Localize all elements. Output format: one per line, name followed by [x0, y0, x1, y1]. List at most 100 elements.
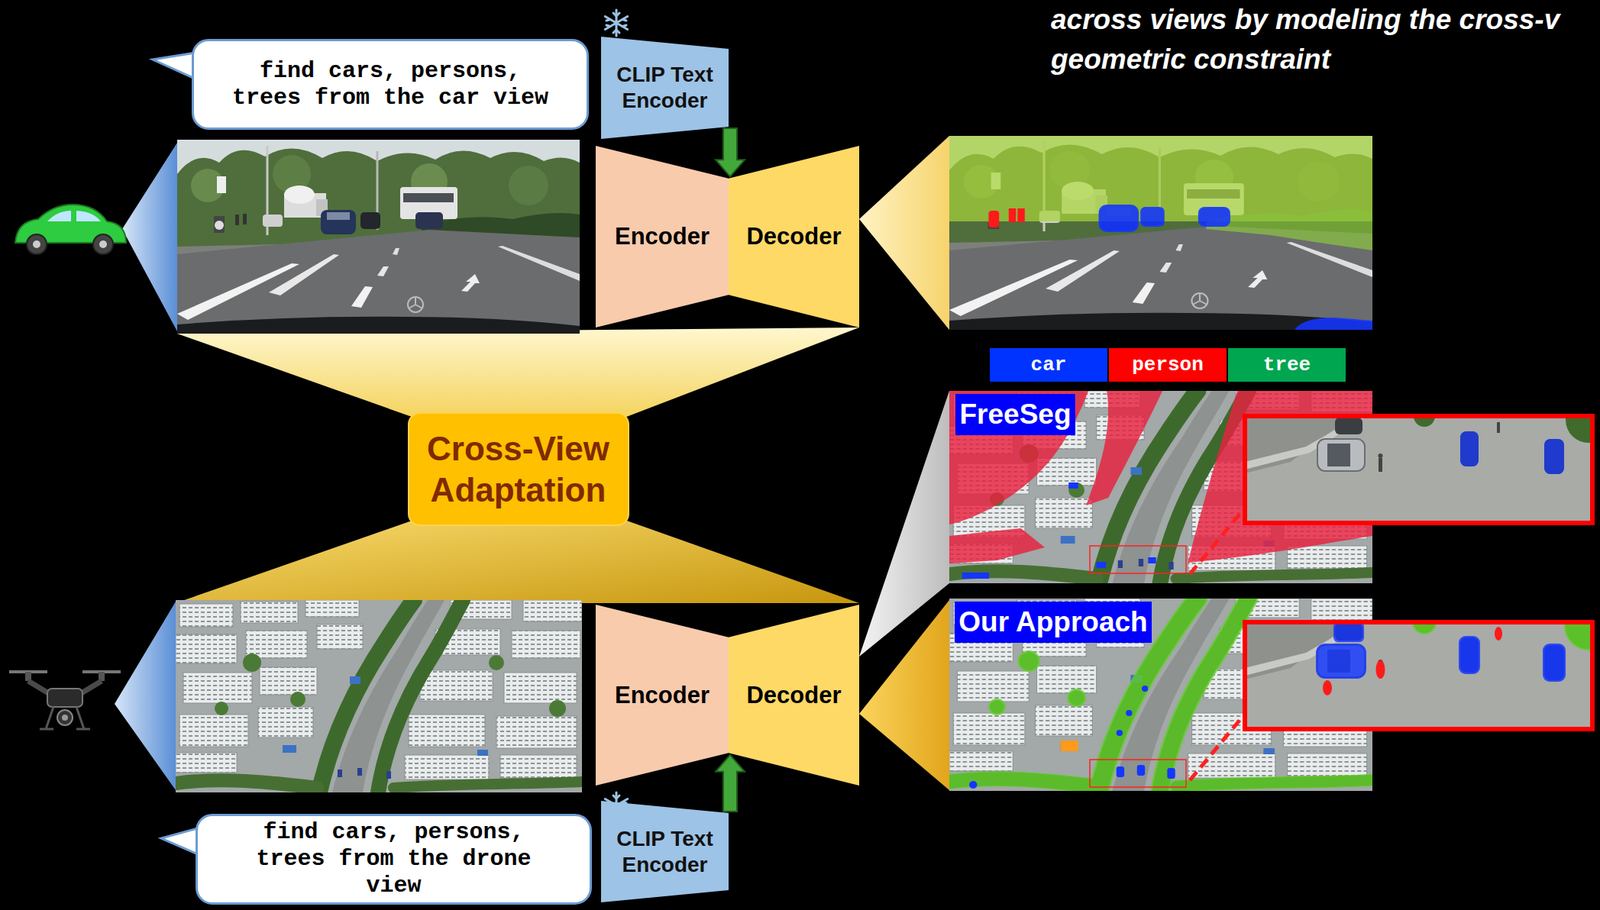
- our-segmentation: [988, 698, 1006, 716]
- our-zoom: [1376, 660, 1386, 679]
- baseline-segmentation: [1068, 482, 1078, 489]
- car-view-segmentation: [1008, 208, 1016, 223]
- view-fans: [122, 142, 178, 332]
- baseline-segmentation: [962, 482, 1157, 579]
- car-icon: [26, 234, 47, 255]
- query-bubble: find cars, persons, trees from the drone…: [195, 814, 592, 906]
- mask-decoder-outline: [728, 604, 860, 786]
- car-view-segmentation: [949, 135, 1373, 330]
- text-encoder: CLIP Text Encoder: [601, 801, 729, 903]
- text-encoder-text: CLIP Text Encoder: [607, 826, 723, 879]
- car-icon: [47, 210, 72, 222]
- text-encoder: CLIP Text Encoder: [601, 36, 729, 139]
- car-icon: [32, 240, 41, 249]
- text-encoder-outline: [601, 36, 729, 139]
- view-fans: [114, 601, 176, 791]
- zoom-callout: [1089, 546, 1187, 574]
- our-zoom: [1458, 636, 1481, 675]
- car-view-segmentation: [1017, 208, 1025, 223]
- image-encoder-text: Encoder: [614, 681, 710, 711]
- headline-text: across views by modeling the cross-v geo…: [1050, 0, 1590, 80]
- baseline-zoom: [1244, 397, 1600, 524]
- zoom-callout: [1189, 511, 1242, 575]
- our-zoom: [1315, 622, 1566, 683]
- input-car-view: [177, 139, 580, 334]
- car-view-segmentation: [1098, 204, 1373, 330]
- mask-decoder: Decoder: [728, 145, 860, 328]
- zoom-callout: [1089, 511, 1242, 788]
- our-zoom: [1412, 601, 1600, 651]
- zoom-frame: [1244, 622, 1593, 730]
- our-zoom: [1315, 643, 1367, 679]
- input-arrow: [715, 128, 745, 177]
- legend-text: person: [1131, 353, 1204, 377]
- method-tag-text: FreeSeg: [959, 397, 1071, 433]
- our-segmentation: [1125, 710, 1132, 717]
- our-zoom: [1494, 627, 1503, 641]
- our-segmentation: [969, 781, 977, 789]
- car-view-segmentation: [1294, 317, 1373, 330]
- car-view-segmentation: [1140, 206, 1165, 227]
- legend-text: car: [1031, 353, 1067, 377]
- our-segmentation: [969, 685, 1176, 789]
- baseline-segmentation: [949, 391, 1089, 525]
- query-bubble-text: find cars, persons, trees from the drone…: [229, 819, 559, 900]
- car-icon: [76, 210, 101, 222]
- legend-swatch: person: [1108, 348, 1227, 382]
- car-view-segmentation: [989, 210, 1000, 228]
- car-icon: [93, 234, 114, 255]
- snowflake-icon: [604, 9, 628, 36]
- baseline-segmentation: [962, 572, 990, 579]
- legend-swatch: tree: [1228, 348, 1346, 382]
- view-fans: [859, 135, 950, 330]
- adaptation-box-text: Cross-View Adaptation: [415, 428, 622, 511]
- snowflake-icon: [604, 792, 628, 819]
- drone-icon: [9, 672, 121, 730]
- our-segmentation: [1137, 765, 1145, 776]
- mask-decoder-text: Decoder: [746, 681, 841, 711]
- car-view-segmentation: [1098, 204, 1140, 233]
- input-drone-view: [175, 600, 582, 793]
- car-view-segmentation: [1198, 206, 1231, 227]
- legend-swatch: car: [989, 348, 1108, 382]
- text-encoder-text: CLIP Text Encoder: [607, 61, 723, 114]
- zoom-frame: [1244, 416, 1593, 730]
- input-arrow: [715, 755, 745, 812]
- legend: car person tree: [989, 348, 1346, 382]
- baseline-segmentation: [1096, 562, 1106, 569]
- baseline-zoom: [1244, 397, 1600, 524]
- our-segmentation: [1018, 650, 1041, 673]
- view-fans: [177, 327, 860, 419]
- image-encoder-text: Encoder: [614, 222, 710, 252]
- zoom-frame: [1244, 416, 1593, 524]
- our-zoom: [1333, 622, 1365, 643]
- drone-icon: [47, 688, 83, 708]
- adaptation-box: Cross-View Adaptation: [407, 412, 630, 527]
- image-encoder-outline: [595, 145, 729, 328]
- baseline-segmentation: [949, 528, 1045, 564]
- input-car-view: [177, 139, 580, 334]
- our-segmentation: [1176, 780, 1373, 787]
- input-drone-view: [175, 600, 582, 793]
- car-view-segmentation: [989, 208, 1025, 228]
- drone-icon: [61, 714, 68, 721]
- baseline-zoom: [1460, 431, 1479, 467]
- legend-text: tree: [1263, 353, 1311, 377]
- baseline-zoom: [1544, 439, 1565, 475]
- baseline-segmentation: [1086, 391, 1163, 506]
- view-fans: [859, 391, 950, 657]
- our-segmentation: [1141, 685, 1148, 692]
- image-encoder: Encoder: [595, 145, 729, 328]
- baseline-segmentation: [1147, 557, 1156, 564]
- view-fans: [859, 600, 950, 791]
- our-zoom: [1322, 680, 1332, 696]
- method-tag-text: Our Approach: [958, 604, 1148, 640]
- our-zoom: [1322, 627, 1503, 696]
- method-tag: Our Approach: [954, 601, 1152, 644]
- text-encoder-outline: [601, 36, 729, 139]
- car-view-segmentation: [949, 135, 1373, 330]
